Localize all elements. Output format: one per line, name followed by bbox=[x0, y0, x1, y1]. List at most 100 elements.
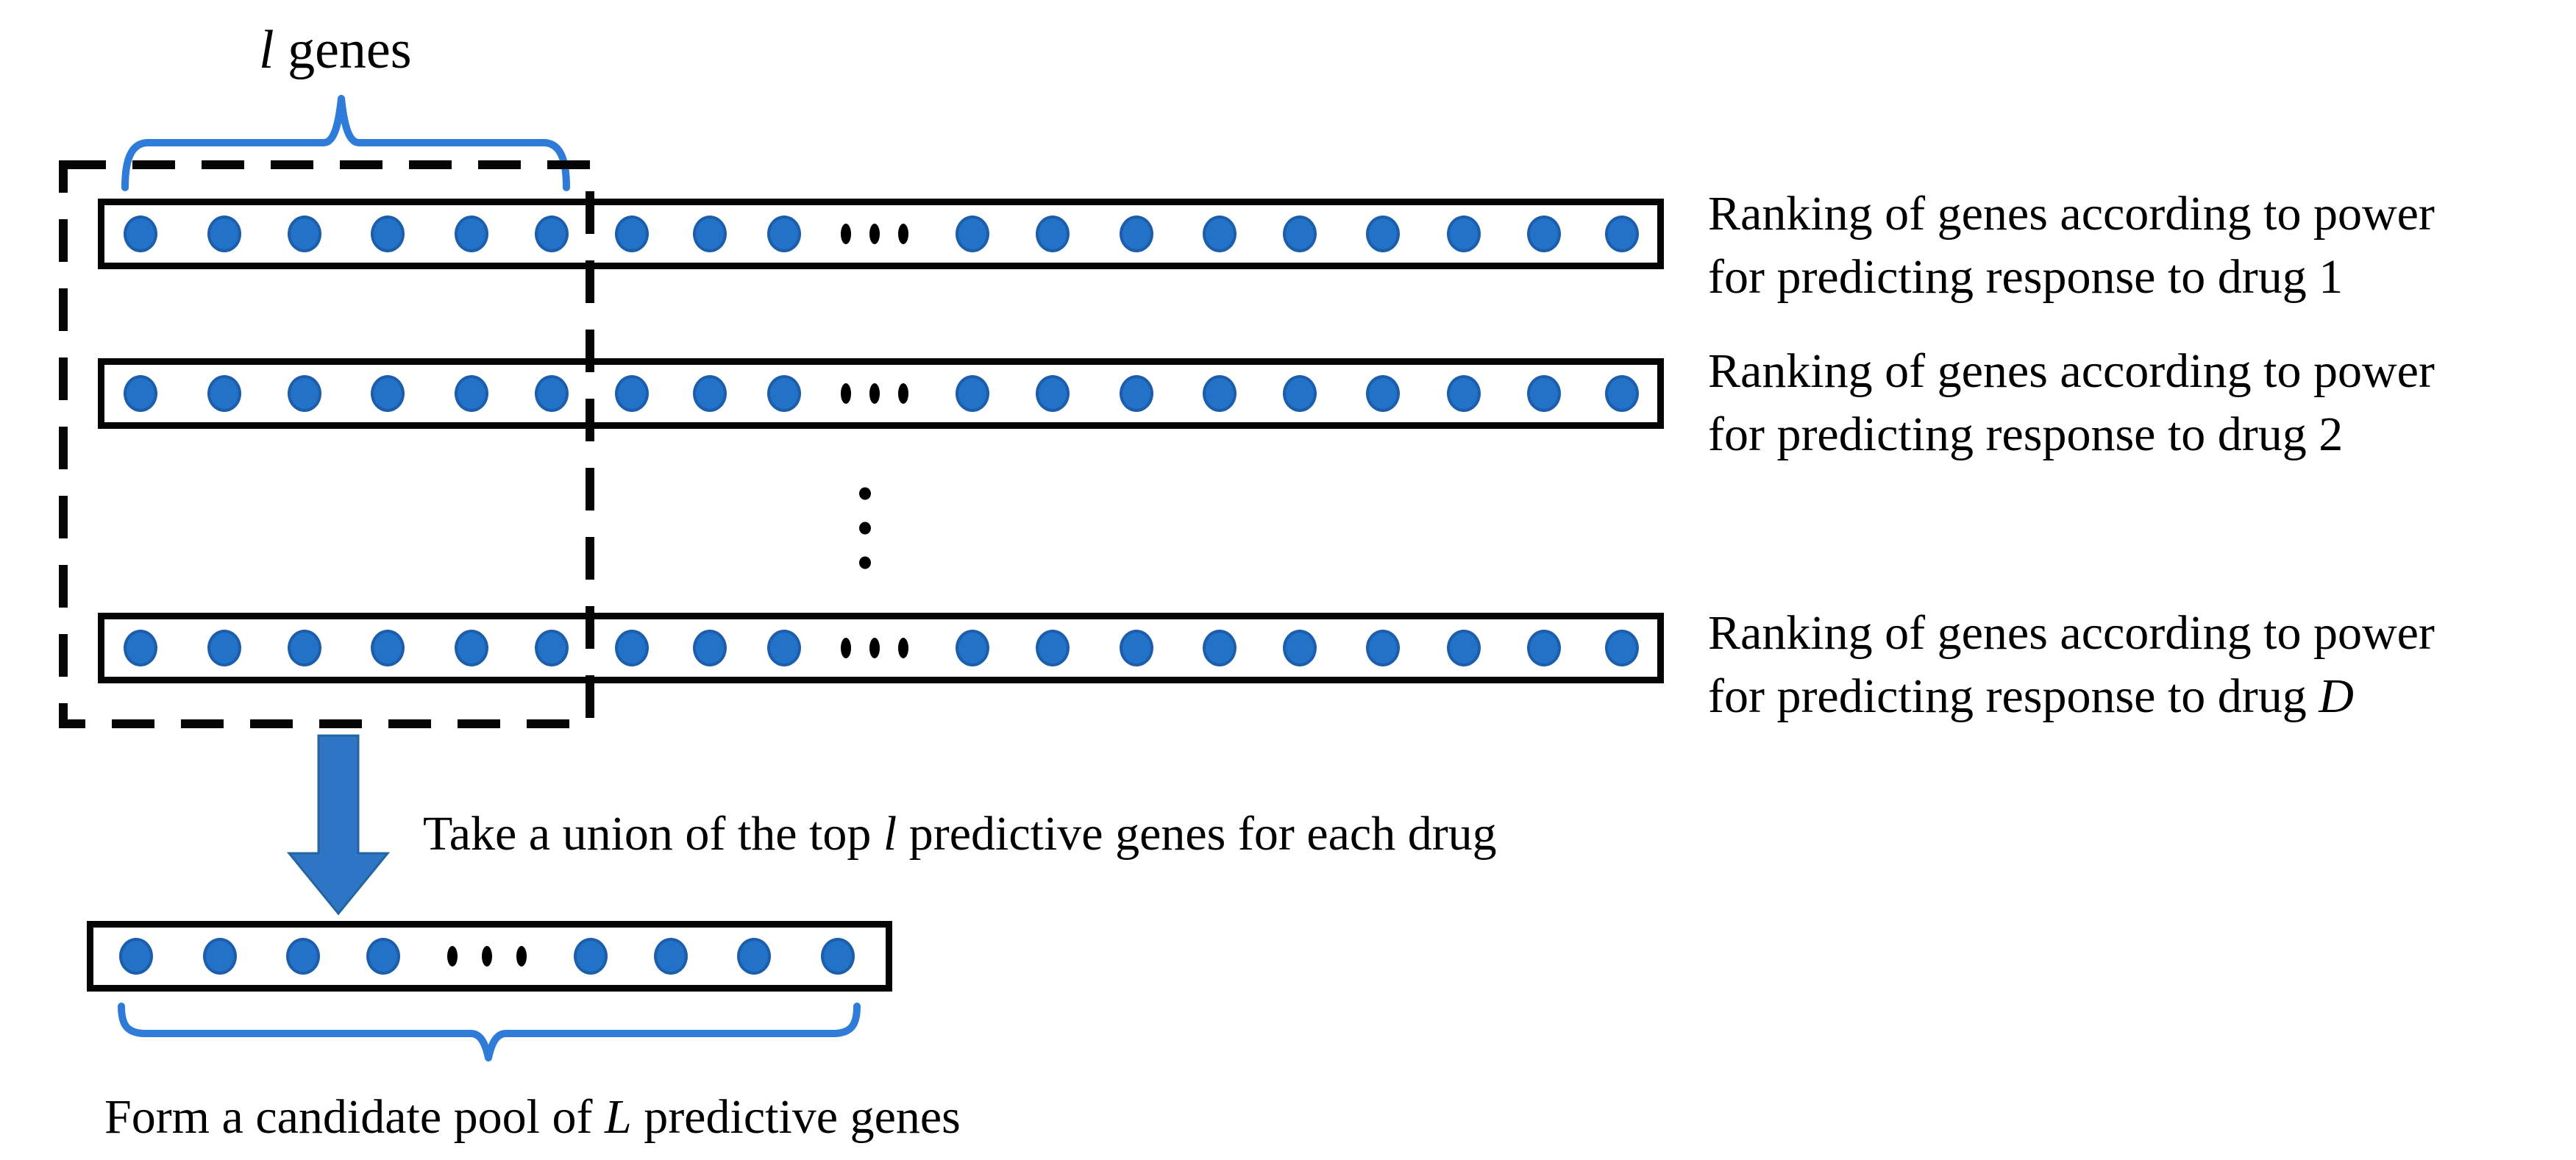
gene-dot bbox=[1605, 630, 1639, 666]
row-ellipsis-dot bbox=[841, 638, 851, 658]
gene-dot bbox=[767, 630, 801, 666]
vertical-ellipsis-dot bbox=[859, 556, 871, 569]
gene-dot bbox=[455, 216, 488, 252]
vertical-ellipsis-dot bbox=[859, 522, 871, 535]
union-arrow-shape bbox=[286, 734, 391, 916]
row-label-drug-2: Ranking of genes according to power for … bbox=[1708, 340, 2435, 466]
pool-brace bbox=[118, 1003, 861, 1061]
row-ellipsis-dot bbox=[869, 383, 880, 404]
gene-dot bbox=[956, 630, 989, 666]
gene-dot bbox=[1036, 630, 1070, 666]
union-prefix: Take a union of the top bbox=[423, 807, 883, 861]
gene-dot bbox=[956, 216, 989, 252]
gene-dot bbox=[124, 216, 157, 252]
l-genes-label: l genes bbox=[259, 19, 412, 82]
gene-dot bbox=[1366, 216, 1400, 252]
gene-dot bbox=[371, 216, 405, 252]
gene-dot bbox=[1120, 375, 1153, 412]
gene-dot bbox=[693, 630, 727, 666]
gene-dot bbox=[693, 216, 727, 252]
gene-dot bbox=[1447, 375, 1481, 412]
row-ellipsis-dot bbox=[869, 224, 880, 244]
drug-id: 2 bbox=[2319, 408, 2344, 461]
pool-suffix: predictive genes bbox=[631, 1090, 961, 1144]
top-brace-path bbox=[121, 95, 570, 191]
gene-dot bbox=[693, 375, 727, 412]
gene-dot bbox=[371, 630, 405, 666]
row-label-line1: Ranking of genes according to power bbox=[1708, 187, 2435, 241]
gene-dot bbox=[1203, 375, 1237, 412]
gene-row-drug-D bbox=[98, 613, 1664, 683]
gene-dot bbox=[535, 630, 569, 666]
gene-dot bbox=[1527, 375, 1561, 412]
gene-dot bbox=[371, 375, 405, 412]
pool-gene-dot bbox=[821, 938, 855, 975]
gene-dot bbox=[1366, 630, 1400, 666]
gene-row-drug-1 bbox=[98, 199, 1664, 269]
gene-dot bbox=[207, 216, 241, 252]
gene-row-drug-2 bbox=[98, 358, 1664, 429]
gene-dot bbox=[767, 216, 801, 252]
gene-dot bbox=[1283, 216, 1317, 252]
gene-dot bbox=[1036, 216, 1070, 252]
pool-italic: L bbox=[604, 1090, 632, 1144]
gene-dot bbox=[1203, 630, 1237, 666]
union-italic: l bbox=[883, 807, 897, 861]
row-ellipsis-dot bbox=[898, 224, 908, 244]
gene-dot bbox=[1036, 375, 1070, 412]
union-label: Take a union of the top l predictive gen… bbox=[423, 806, 1497, 862]
pool-gene-dot bbox=[737, 938, 771, 975]
row-ellipsis-dot bbox=[841, 383, 851, 404]
vertical-ellipsis-dot bbox=[859, 487, 871, 500]
gene-dot bbox=[207, 630, 241, 666]
row-label-line2-prefix: for predicting response to drug bbox=[1708, 669, 2319, 723]
gene-dot bbox=[1283, 375, 1317, 412]
gene-dot bbox=[1605, 375, 1639, 412]
row-ellipsis-dot bbox=[898, 383, 908, 404]
candidate-pool-row bbox=[87, 921, 892, 992]
gene-dot bbox=[956, 375, 989, 412]
gene-dot bbox=[1366, 375, 1400, 412]
gene-dot bbox=[1605, 216, 1639, 252]
row-label-line2-prefix: for predicting response to drug bbox=[1708, 250, 2319, 304]
gene-dot bbox=[615, 630, 649, 666]
pool-prefix: Form a candidate pool of bbox=[104, 1090, 605, 1144]
row-label-line2-prefix: for predicting response to drug bbox=[1708, 408, 2319, 461]
gene-dot bbox=[615, 375, 649, 412]
pool-label: Form a candidate pool of L predictive ge… bbox=[104, 1089, 961, 1145]
gene-dot bbox=[1447, 216, 1481, 252]
top-brace bbox=[121, 95, 570, 191]
gene-dot bbox=[1527, 216, 1561, 252]
pool-gene-dot bbox=[366, 938, 400, 975]
gene-dot bbox=[124, 375, 157, 412]
pool-gene-dot bbox=[574, 938, 608, 975]
row-label-drug-1: Ranking of genes according to power for … bbox=[1708, 182, 2435, 309]
pool-gene-dot bbox=[654, 938, 688, 975]
gene-dot bbox=[1283, 630, 1317, 666]
pool-brace-path bbox=[118, 1003, 861, 1061]
row-label-line1: Ranking of genes according to power bbox=[1708, 606, 2435, 660]
gene-dot bbox=[288, 375, 321, 412]
union-suffix: predictive genes for each drug bbox=[897, 807, 1497, 861]
gene-dot bbox=[1203, 216, 1237, 252]
pool-ellipsis-dot bbox=[482, 946, 492, 967]
l-genes-rest: genes bbox=[274, 20, 412, 80]
drug-id: D bbox=[2319, 669, 2354, 723]
pool-ellipsis-dot bbox=[516, 946, 527, 967]
row-label-drug-D: Ranking of genes according to power for … bbox=[1708, 602, 2435, 728]
drug-id: 1 bbox=[2319, 250, 2344, 304]
gene-dot bbox=[1527, 630, 1561, 666]
gene-dot bbox=[455, 630, 488, 666]
gene-dot bbox=[1447, 630, 1481, 666]
pool-gene-dot bbox=[286, 938, 320, 975]
gene-dot bbox=[767, 375, 801, 412]
gene-dot bbox=[207, 375, 241, 412]
pool-gene-dot bbox=[119, 938, 153, 975]
gene-dot bbox=[535, 216, 569, 252]
gene-dot bbox=[288, 216, 321, 252]
gene-dot bbox=[288, 630, 321, 666]
row-label-line1: Ranking of genes according to power bbox=[1708, 344, 2435, 398]
pool-ellipsis-dot bbox=[447, 946, 458, 967]
gene-dot bbox=[1120, 630, 1153, 666]
